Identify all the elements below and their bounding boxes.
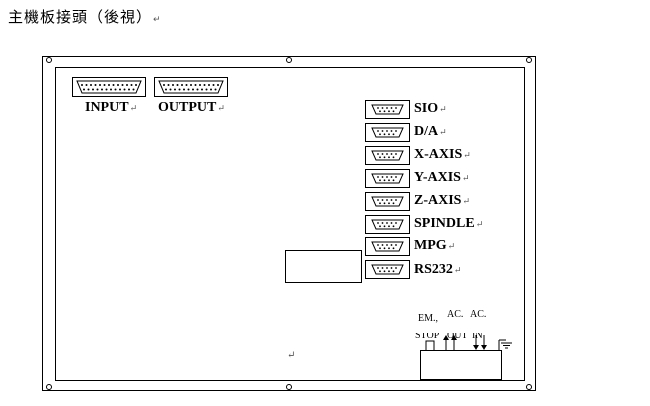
up-arrow-icon xyxy=(451,335,457,350)
terminal-label-clip: STOP OUT IN xyxy=(412,333,512,341)
z-axis-connector xyxy=(365,192,410,211)
paragraph-mark: ↵ xyxy=(447,241,456,251)
paragraph-mark: ↵ xyxy=(153,15,162,25)
terminal-block xyxy=(420,350,502,380)
dsub-9-icon xyxy=(371,104,404,115)
y-axis-label: Y-AXIS↵ xyxy=(414,170,470,186)
rs232-label: RS232↵ xyxy=(414,262,461,278)
output-label: OUTPUT↵ xyxy=(158,100,225,116)
mounting-hole-icon xyxy=(286,57,292,63)
paragraph-mark: ↵ xyxy=(461,173,470,183)
rs232-connector xyxy=(365,260,410,279)
mounting-hole-icon xyxy=(286,384,292,390)
mpg-label: MPG↵ xyxy=(414,238,455,254)
sio-label-text: SIO xyxy=(414,101,439,116)
da-label: D/A↵ xyxy=(414,124,447,140)
x-axis-connector xyxy=(365,146,410,165)
motherboard-panel-inner xyxy=(55,67,525,381)
y-axis-connector xyxy=(365,169,410,188)
paragraph-mark: ↵ xyxy=(439,104,447,114)
em-stop-label-bottom: STOP xyxy=(415,333,440,341)
paragraph-mark: ↵ xyxy=(287,350,296,361)
input-label-text: INPUT xyxy=(85,100,129,115)
blank-cutout xyxy=(285,250,362,283)
sio-connector xyxy=(365,100,410,119)
input-connector xyxy=(72,77,146,97)
paragraph-mark: ↵ xyxy=(129,103,138,113)
mounting-hole-icon xyxy=(46,57,52,63)
up-arrow-icon xyxy=(443,335,449,350)
title-text: 主機板接頭（後視） xyxy=(8,8,153,26)
output-connector xyxy=(154,77,228,97)
da-connector xyxy=(365,123,410,142)
paragraph-mark: ↵ xyxy=(463,150,471,160)
ac-in-label-top: AC. xyxy=(470,309,487,320)
dsub-9-icon xyxy=(371,150,404,161)
x-axis-label: X-AXIS↵ xyxy=(414,147,471,163)
dsub-9-icon xyxy=(371,241,404,252)
spindle-label-text: SPINDLE xyxy=(414,216,475,231)
mpg-label-text: MPG xyxy=(414,238,447,253)
dsub-25-icon xyxy=(158,80,224,94)
paragraph-mark: ↵ xyxy=(217,103,225,113)
down-arrow-icon xyxy=(473,335,479,350)
dsub-9-icon xyxy=(371,127,404,138)
ground-icon xyxy=(498,339,512,350)
z-axis-label: Z-AXIS↵ xyxy=(414,193,470,209)
spindle-label: SPINDLE↵ xyxy=(414,216,483,232)
ac-out-label-top: AC. xyxy=(447,309,464,320)
terminal-symbols xyxy=(425,335,512,350)
output-label-text: OUTPUT xyxy=(158,100,217,115)
mounting-hole-icon xyxy=(526,384,532,390)
dsub-9-icon xyxy=(371,196,404,207)
paragraph-mark: ↵ xyxy=(453,265,462,275)
dsub-25-icon xyxy=(76,80,142,94)
mounting-hole-icon xyxy=(526,57,532,63)
paragraph-mark: ↵ xyxy=(439,127,447,137)
motherboard-panel-outer xyxy=(42,56,536,391)
paragraph-mark: ↵ xyxy=(475,219,484,229)
page-title: 主機板接頭（後視）↵ xyxy=(8,6,162,27)
ac-in-label-bottom: IN xyxy=(472,333,483,341)
mpg-connector xyxy=(365,237,410,256)
da-label-text: D/A xyxy=(414,124,439,139)
dsub-9-icon xyxy=(371,173,404,184)
z-axis-label-text: Z-AXIS xyxy=(414,193,462,208)
rs232-label-text: RS232 xyxy=(414,262,453,277)
spindle-connector xyxy=(365,215,410,234)
em-stop-switch-icon xyxy=(425,340,435,350)
em-stop-label-top: EM., xyxy=(418,313,438,324)
input-label: INPUT↵ xyxy=(85,100,137,116)
y-axis-label-text: Y-AXIS xyxy=(414,170,461,185)
sio-label: SIO↵ xyxy=(414,101,447,117)
x-axis-label-text: X-AXIS xyxy=(414,147,463,162)
mounting-hole-icon xyxy=(46,384,52,390)
paragraph-mark: ↵ xyxy=(462,196,471,206)
dsub-9-icon xyxy=(371,219,404,230)
dsub-9-icon xyxy=(371,264,404,275)
down-arrow-icon xyxy=(481,335,487,350)
ac-out-label-bottom: OUT xyxy=(447,333,468,341)
